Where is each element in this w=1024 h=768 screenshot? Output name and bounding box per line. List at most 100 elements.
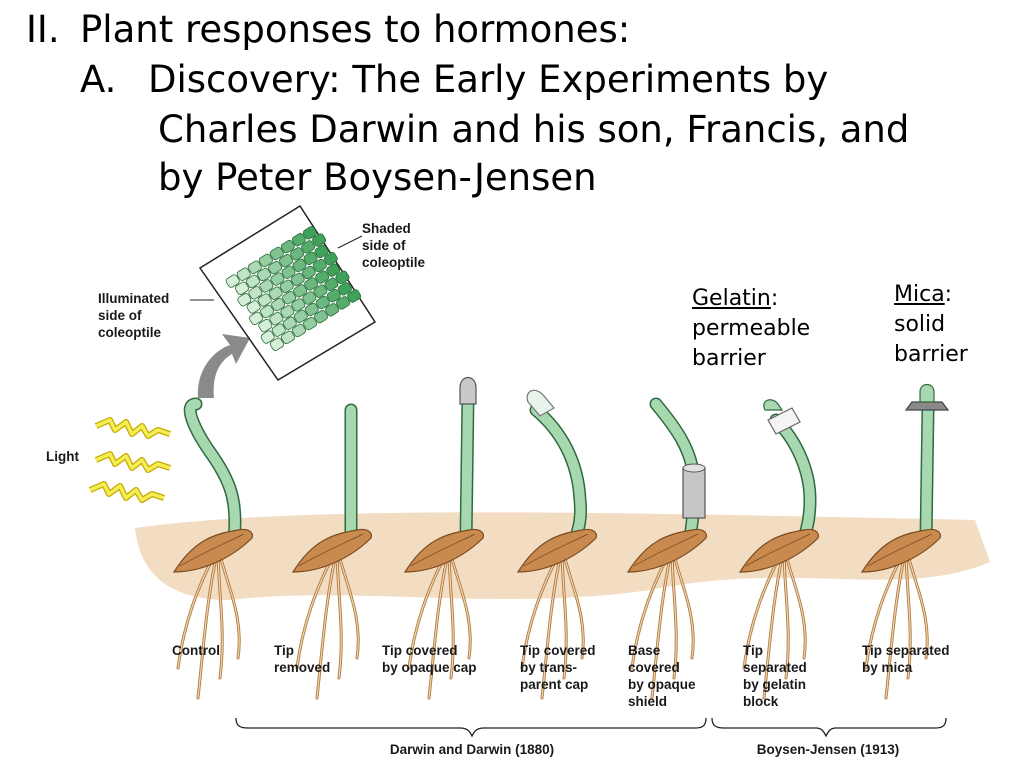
seed — [172, 528, 253, 573]
darwin-bracket — [235, 717, 707, 738]
experiment-label-line: removed — [274, 660, 330, 675]
plant-cell — [303, 251, 318, 266]
experiment-label-line: by mica — [862, 660, 913, 675]
plant-cell — [291, 298, 306, 312]
experiment-label-line: block — [743, 694, 779, 709]
bend-arrow-icon — [197, 334, 250, 398]
subsection-heading: Discovery: The Early Experiments by — [148, 58, 829, 101]
plant-cell — [282, 291, 297, 305]
plant-cell — [303, 316, 318, 331]
plant-cell — [292, 258, 307, 272]
plant-cell — [315, 270, 330, 284]
slide-title: II. Plant responses to hormones: A. Disc… — [0, 0, 1024, 200]
plant-cell — [325, 303, 340, 317]
plant-cell — [247, 260, 262, 274]
plant-cell — [301, 265, 316, 280]
mica-plate-icon — [904, 401, 950, 411]
plant-cell — [335, 270, 350, 285]
gelatin-term: Gelatin — [692, 286, 771, 311]
mica-desc-2: barrier — [894, 342, 968, 367]
plant-cell — [314, 309, 329, 324]
plant-cell — [291, 233, 306, 247]
plant-cell — [323, 252, 338, 266]
plant-cell — [293, 284, 308, 298]
light-rays — [88, 417, 171, 503]
plant-cell — [326, 289, 341, 303]
plant-cell — [280, 330, 295, 345]
seedling — [738, 413, 819, 700]
plant-cell — [314, 244, 329, 259]
plant-cell — [324, 277, 339, 291]
plant-cell — [225, 274, 240, 288]
seedling — [860, 401, 941, 700]
plant-cell — [260, 330, 275, 344]
plant-cell — [279, 254, 294, 268]
plant-cell — [290, 247, 305, 261]
plant-cell — [290, 272, 305, 287]
separated-tip — [763, 399, 784, 411]
mica-desc-1: solid — [894, 312, 946, 337]
gelatin-colon: : — [770, 286, 779, 311]
boysen-group-label: Boysen-Jensen (1913) — [757, 742, 900, 757]
opaque-cap-icon — [459, 376, 477, 405]
plant-cell — [302, 291, 317, 305]
plant-cell — [280, 305, 295, 319]
seed — [516, 528, 597, 573]
seedling — [172, 397, 253, 700]
mica-colon: : — [944, 282, 953, 307]
experiment-label-line: by gelatin — [743, 677, 806, 692]
section-number: II. — [26, 8, 60, 51]
plant-cell — [271, 297, 286, 312]
subsection-line-3: by Peter Boysen-Jensen — [158, 156, 597, 199]
plant-cell — [245, 274, 260, 289]
plant-cell — [258, 318, 273, 333]
plant-cell — [282, 316, 297, 330]
seed — [291, 528, 372, 573]
plant-cell — [304, 277, 319, 291]
plant-cell — [269, 246, 284, 261]
experiment-label-line: by opaque cap — [382, 660, 477, 675]
experiment-label-line: parent cap — [520, 677, 588, 692]
mica-term: Mica — [894, 282, 945, 307]
plant-cell — [337, 282, 352, 296]
subsection-letter: A. — [80, 58, 117, 101]
plant-cell — [268, 286, 283, 300]
plant-cell — [313, 284, 328, 298]
plant-cell — [304, 302, 319, 317]
plant-cell — [269, 337, 284, 351]
experiment-label-line: separated — [743, 660, 807, 675]
plant-cell — [234, 281, 249, 295]
plant-cell — [257, 293, 272, 307]
boysen-bracket — [711, 717, 947, 738]
experiment-label-line: by opaque — [628, 677, 696, 692]
experiment-label-line: by trans- — [520, 660, 577, 675]
seedlings — [172, 376, 950, 700]
shaded-label-3: coleoptile — [362, 255, 426, 270]
seedling — [516, 403, 597, 700]
plant-cell — [301, 240, 316, 254]
gelatin-block-icon — [767, 407, 801, 435]
seed — [738, 528, 819, 573]
experiment-label-line: Tip — [274, 643, 294, 658]
darwin-group-label: Darwin and Darwin (1880) — [390, 742, 554, 757]
seed — [860, 528, 941, 573]
plant-cell — [312, 233, 327, 247]
experiment-label-line: Tip covered — [382, 643, 458, 658]
plant-cell — [268, 260, 283, 275]
plant-cell — [260, 304, 275, 319]
plant-cell — [312, 258, 327, 273]
plant-cell — [302, 226, 317, 240]
light-label: Light — [46, 449, 79, 464]
illuminated-label-3: coleoptile — [98, 325, 162, 340]
experiment-label-line: covered — [628, 660, 680, 675]
gelatin-desc-1: permeable — [692, 316, 811, 341]
plant-cell — [291, 323, 306, 338]
experiment-label-line: Base — [628, 643, 661, 658]
coleoptile-experiments-diagram: Shaded side of coleoptile Illuminated si… — [46, 204, 990, 757]
plant-cell — [246, 300, 261, 314]
seed — [626, 528, 707, 573]
seedling — [291, 403, 372, 700]
plant-cell — [326, 263, 341, 277]
plant-cell — [236, 267, 251, 281]
